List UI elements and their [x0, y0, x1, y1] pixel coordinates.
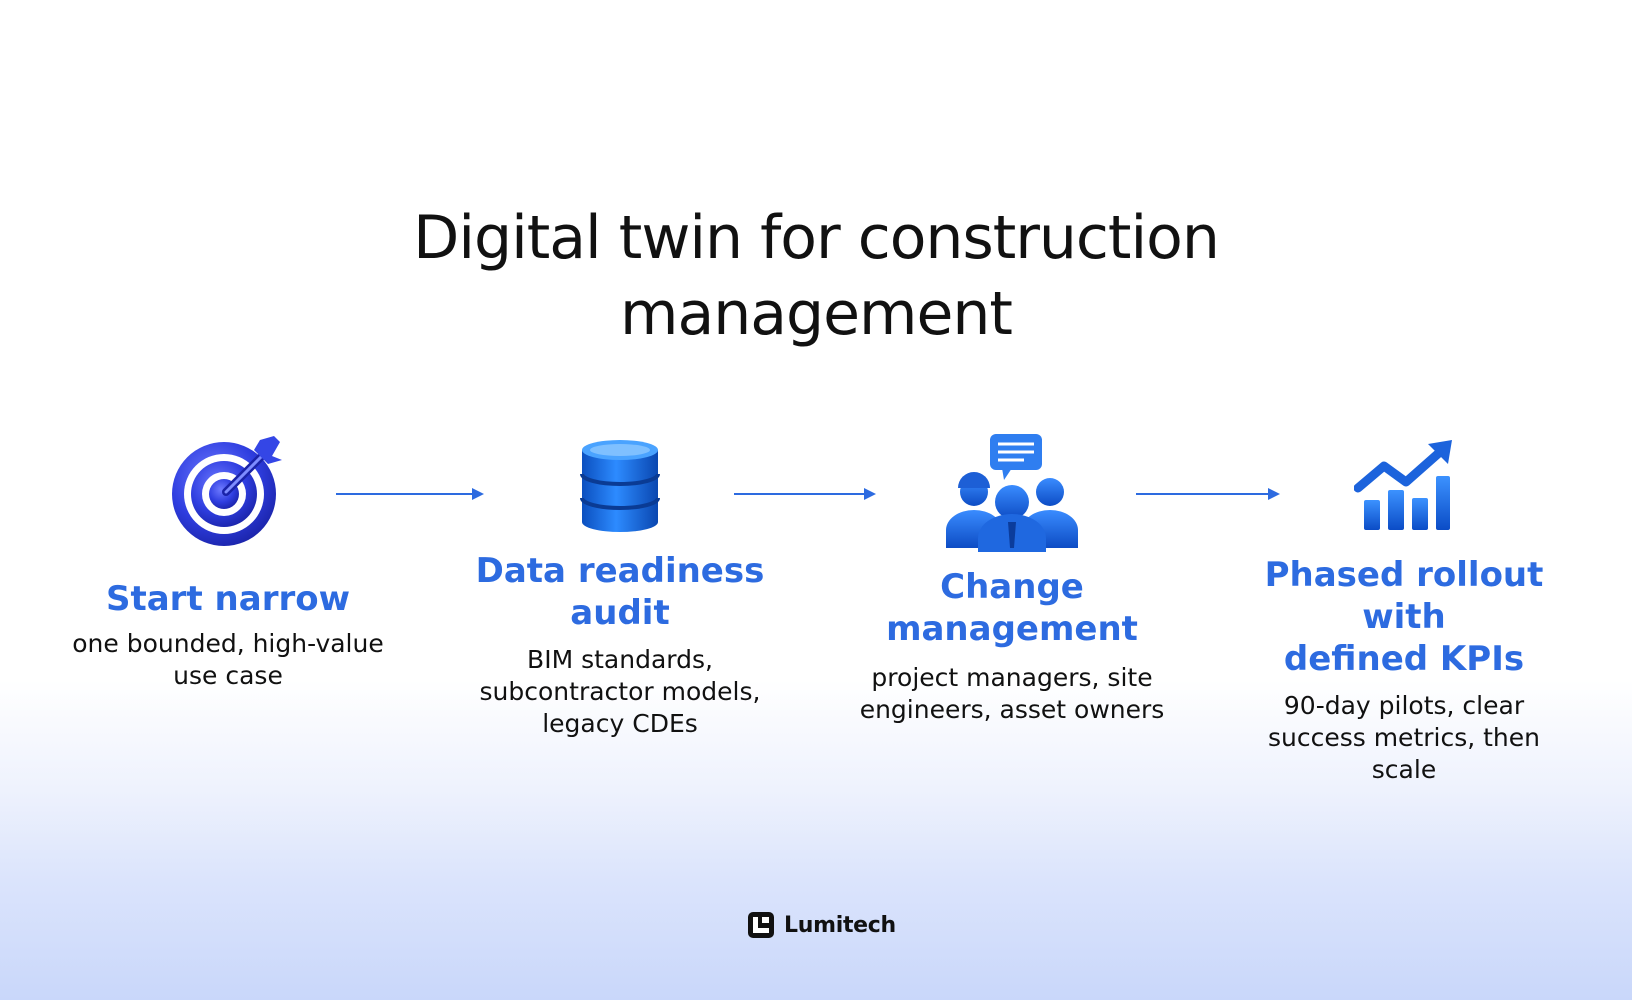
arrow-connector — [734, 488, 876, 500]
step-heading: Change management — [886, 567, 1138, 649]
step-heading: Phased rollout with defined KPIs — [1264, 555, 1544, 679]
step-heading: Start narrow — [106, 579, 350, 619]
brand-logo: Lumitech — [748, 912, 896, 938]
step-description: 90-day pilots, clear success metrics, th… — [1267, 691, 1541, 784]
team-icon — [946, 434, 1078, 552]
brand-name: Lumitech — [784, 912, 896, 938]
page-title-line-1: Digital twin for construction — [413, 203, 1220, 274]
target-icon — [172, 436, 282, 546]
step-data-readiness-audit: Data readiness audit BIM standards, subc… — [440, 436, 800, 740]
step-description: BIM standards, subcontractor models, leg… — [479, 645, 761, 738]
step-phased-rollout: Phased rollout with defined KPIs 90-day … — [1224, 438, 1584, 786]
growth-chart-icon — [1354, 440, 1452, 530]
arrow-connector — [1136, 488, 1280, 500]
step-description: one bounded, high-value use case — [72, 629, 384, 690]
step-description: project managers, site engineers, asset … — [859, 663, 1165, 724]
arrow-connector — [336, 488, 484, 500]
database-icon — [580, 440, 660, 532]
step-heading: Data readiness audit — [475, 551, 765, 633]
page-title: Digital twin for construction management — [0, 200, 1632, 352]
step-start-narrow: Start narrow one bounded, high-value use… — [48, 432, 408, 692]
step-change-management: Change management project managers, site… — [832, 430, 1192, 726]
page-title-line-2: management — [620, 279, 1013, 350]
lumitech-logo-icon — [748, 912, 774, 938]
